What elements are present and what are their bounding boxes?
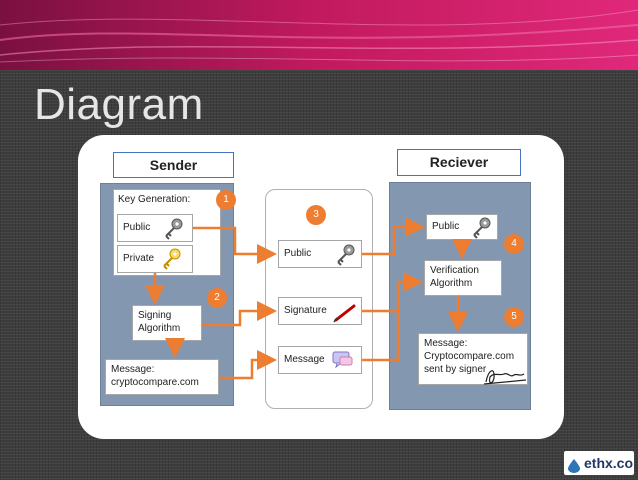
verify-line1: Verification <box>430 265 479 276</box>
arrow-signature-to-verify <box>362 272 423 313</box>
step-badge-5: 5 <box>504 307 524 327</box>
golden-key-icon <box>163 248 181 270</box>
middle-signature-box: Signature <box>278 297 362 325</box>
step-badge-2: 2 <box>207 288 227 308</box>
verification-algorithm-box: Verification Algorithm <box>424 260 502 296</box>
receiver-title: Reciever <box>397 149 521 176</box>
signature-icon <box>483 370 527 385</box>
arrow-public-to-middle <box>193 226 277 264</box>
brand-logo: ethx.co <box>564 451 634 475</box>
sender-message-box: Message: cryptocompare.com <box>105 359 219 395</box>
chat-message-icon <box>332 351 353 369</box>
receiver-message-line1: Message: <box>424 338 468 349</box>
slide-title: Diagram <box>34 80 204 129</box>
signing-line1: Signing <box>138 310 172 321</box>
key-icon <box>165 218 183 240</box>
verify-line2: Algorithm <box>430 278 473 289</box>
middle-public-label: Public <box>284 248 312 259</box>
step-badge-4: 4 <box>504 234 524 254</box>
sender-public-label: Public <box>123 222 151 233</box>
sender-title: Sender <box>113 152 234 178</box>
arrow-signing-to-signature <box>202 301 277 327</box>
receiver-public-label: Public <box>432 221 460 232</box>
arrow-message-to-receiver <box>362 310 400 362</box>
decorative-banner <box>0 0 638 70</box>
sender-message-line2: cryptocompare.com <box>111 377 199 388</box>
receiver-message-box: Message: Cryptocompare.com sent by signe… <box>418 333 528 385</box>
sender-message-line1: Message: <box>111 364 155 375</box>
arrow-message-to-middle <box>219 350 277 380</box>
receiver-message-line3: sent by signer <box>424 364 487 375</box>
arrow-middle-public-to-receiver <box>362 217 425 256</box>
receiver-message-line2: Cryptocompare.com <box>424 351 515 362</box>
key-icon <box>337 244 355 266</box>
pen-icon <box>333 304 356 323</box>
sender-private-key-box: Private <box>117 245 193 273</box>
signing-line2: Algorithm <box>138 323 181 334</box>
water-drop-icon <box>568 456 580 473</box>
keygen-label: Key Generation: <box>118 194 191 205</box>
signing-algorithm-box: Signing Algorithm <box>132 305 202 341</box>
step-badge-3: 3 <box>306 205 326 225</box>
logo-text: ethx.co <box>584 455 634 471</box>
key-icon <box>473 217 491 239</box>
step-badge-1: 1 <box>216 190 236 210</box>
middle-message-label: Message <box>284 354 325 365</box>
middle-signature-label: Signature <box>284 305 327 316</box>
sender-private-label: Private <box>123 253 155 264</box>
